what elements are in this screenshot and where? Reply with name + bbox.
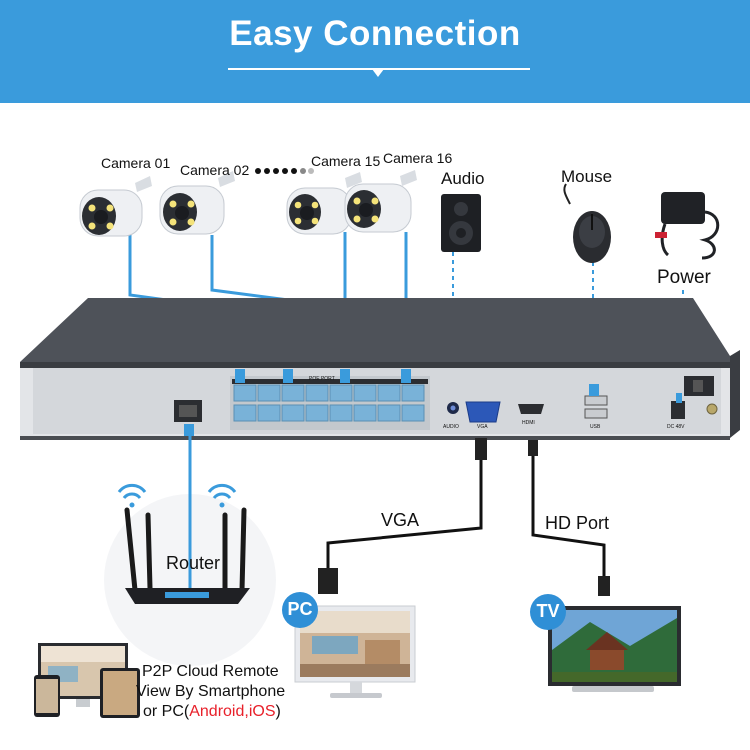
dc-port <box>671 393 685 419</box>
camera-16-label: Camera 16 <box>383 150 453 166</box>
usb-port-label: USB <box>590 424 601 430</box>
pc-badge-label: PC <box>287 599 313 619</box>
audio-label: Audio <box>441 169 485 188</box>
poe-port-label: POE PORT <box>309 376 335 382</box>
remote-line-1: P2P Cloud Remote <box>142 663 279 680</box>
vga-plug <box>475 438 487 460</box>
hdmi-plug-tv <box>598 576 610 596</box>
remote-line-3-highlight: Android,iOS <box>189 703 276 720</box>
speaker-icon <box>441 194 481 252</box>
ellipsis-dots <box>255 168 314 174</box>
remote-line-3: or PC(Android,iOS) <box>143 703 281 721</box>
audio-port-label: AUDIO <box>443 424 459 430</box>
camera-02-label: Camera 02 <box>180 162 250 178</box>
power-label: Power <box>657 267 711 288</box>
router-label: Router <box>166 553 221 573</box>
vga-cable <box>326 440 483 570</box>
camera-01-label: Camera 01 <box>101 155 171 171</box>
remote-line-2: View By Smartphone <box>136 683 286 700</box>
camera-16-icon <box>344 170 417 233</box>
hdmi-plug <box>528 440 538 456</box>
hd-port-label: HD Port <box>545 513 610 533</box>
page-title: Easy Connection <box>229 14 521 53</box>
poe-port-block <box>230 369 430 430</box>
vga-port <box>465 401 501 423</box>
pc-monitor <box>294 605 416 698</box>
hdmi-cable <box>531 452 606 578</box>
tv-badge <box>530 594 566 630</box>
power-adapter-icon <box>655 192 720 260</box>
mouse-icon <box>563 183 611 263</box>
header-banner <box>0 0 750 103</box>
remote-devices <box>34 643 140 718</box>
router-section <box>104 424 276 666</box>
pc-badge <box>282 592 318 628</box>
remote-line-3-suffix: ) <box>275 703 281 720</box>
camera-02-icon <box>159 171 235 235</box>
hdmi-port-label: HDMI <box>522 420 535 426</box>
camera-01-icon <box>79 176 152 237</box>
title-pointer <box>372 69 384 77</box>
vga-cable-label: VGA <box>381 510 420 530</box>
vga-port-label: VGA <box>477 424 488 430</box>
dc-port-label: DC 48V <box>667 424 685 430</box>
mouse-label: Mouse <box>561 167 613 186</box>
camera-15-icon <box>286 172 362 235</box>
vga-plug-pc <box>318 568 338 594</box>
switch-rocker <box>693 380 703 392</box>
output-cables <box>326 440 606 578</box>
camera-15-label: Camera 15 <box>311 153 381 169</box>
tv-badge-label: TV <box>536 601 560 621</box>
usb-ports <box>584 384 608 419</box>
remote-line-3-prefix: or PC( <box>143 703 190 720</box>
ground-screw <box>706 403 718 415</box>
audio-port <box>447 402 459 414</box>
tv-monitor <box>548 606 681 692</box>
wifi-icon <box>117 483 237 500</box>
hdmi-port <box>518 404 544 414</box>
